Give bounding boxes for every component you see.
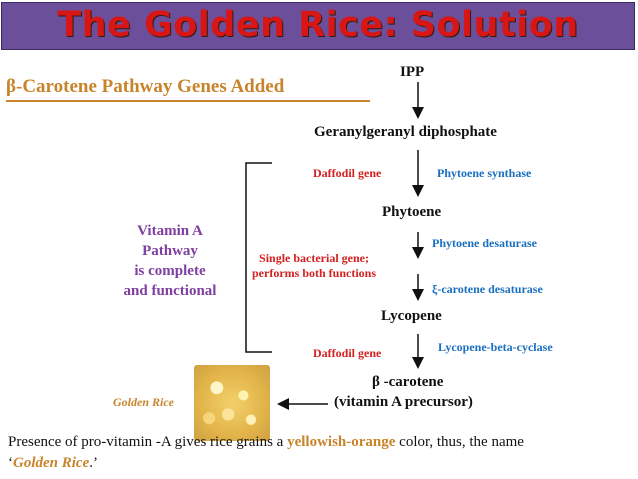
gene-bacterial: Single bacterial gene; performs both fun…	[252, 251, 376, 281]
vitamin-a-note: Vitamin A Pathway is complete and functi…	[95, 221, 245, 301]
vitamin-a-line2: Pathway	[142, 243, 198, 259]
golden-rice-photo	[194, 365, 270, 441]
caption-golden-rice: Golden Rice	[13, 455, 90, 471]
pathway-bracket	[245, 162, 272, 353]
gene-daffodil-2: Daffodil gene	[313, 346, 382, 360]
caption-part2: color, thus, the name	[395, 434, 524, 450]
caption-quote-close: .’	[89, 455, 98, 471]
subtitle: β-Carotene Pathway Genes Added	[6, 76, 285, 97]
vitamin-a-line1: Vitamin A	[137, 223, 203, 239]
bottom-caption: Presence of pro-vitamin -A gives rice gr…	[8, 432, 633, 474]
title-bar: The Golden Rice: Solution	[1, 2, 635, 50]
node-phytoene: Phytoene	[382, 204, 442, 220]
gene-daffodil-1: Daffodil gene	[313, 166, 382, 180]
vitamin-a-line4: and functional	[123, 283, 217, 299]
node-vitamin-a-precursor: (vitamin A precursor)	[334, 394, 473, 410]
gene-bacterial-line2: performs both functions	[252, 266, 377, 280]
vitamin-a-line3: is complete	[134, 263, 206, 279]
enzyme-zeta-carotene-desaturase: ξ-carotene desaturase	[432, 282, 543, 296]
caption-quote-open: ‘	[8, 455, 13, 471]
slide-title: The Golden Rice: Solution	[57, 5, 579, 45]
node-beta-carotene: β -carotene	[372, 374, 444, 390]
subtitle-underline	[6, 100, 370, 102]
enzyme-lycopene-cyclase: Lycopene-beta-cyclase	[438, 340, 553, 354]
caption-part1: Presence of pro-vitamin -A gives rice gr…	[8, 434, 288, 450]
enzyme-phytoene-desaturase: Phytoene desaturase	[432, 236, 537, 250]
node-ggpp: Geranylgeranyl diphosphate	[314, 124, 497, 140]
caption-highlight: yellowish-orange	[287, 434, 396, 450]
node-ipp: IPP	[400, 64, 425, 80]
enzyme-phytoene-synthase: Phytoene synthase	[437, 166, 532, 180]
gene-bacterial-line1: Single bacterial gene;	[259, 251, 369, 265]
golden-rice-label: Golden Rice	[113, 395, 174, 409]
node-lycopene: Lycopene	[381, 308, 442, 324]
